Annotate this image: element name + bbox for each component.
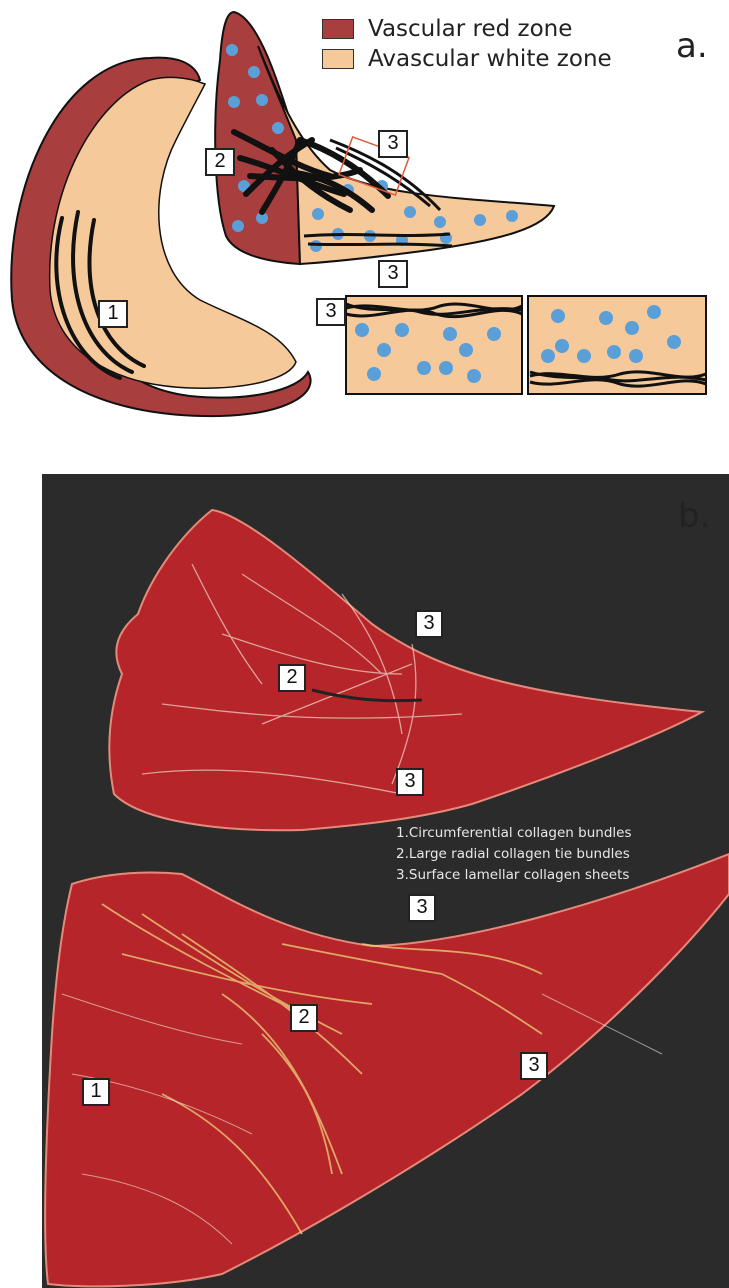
photo-label-circumferential: 1 bbox=[82, 1078, 110, 1106]
lower-specimen bbox=[45, 854, 729, 1286]
label-circumferential: 1 bbox=[98, 300, 128, 328]
legend-entry-white-zone: Avascular white zone bbox=[322, 44, 612, 74]
label-surface-sheet-zoom: 3 bbox=[316, 298, 346, 326]
legend-swatch-red bbox=[322, 19, 354, 39]
legend: Vascular red zone Avascular white zone bbox=[322, 14, 612, 74]
legend-label-red-zone: Vascular red zone bbox=[368, 16, 572, 42]
photo-label-lower-sheet-top: 3 bbox=[408, 894, 436, 922]
key-item-circumferential: 1.Circumferential collagen bundles bbox=[396, 823, 632, 844]
photo-label-lower-radial: 2 bbox=[290, 1004, 318, 1032]
panel-a-letter: a. bbox=[676, 26, 708, 66]
photo-label-upper-radial: 2 bbox=[278, 664, 306, 692]
photo-label-upper-sheet-top: 3 bbox=[415, 610, 443, 638]
photo-label-lower-sheet-bottom: 3 bbox=[520, 1052, 548, 1080]
panel-b-letter: b. bbox=[678, 496, 710, 536]
legend-entry-red-zone: Vascular red zone bbox=[322, 14, 612, 44]
label-radial-tie: 2 bbox=[205, 148, 235, 176]
label-surface-sheet-middle: 3 bbox=[378, 260, 408, 288]
key-item-radial-tie: 2.Large radial collagen tie bundles bbox=[396, 844, 632, 865]
legend-label-white-zone: Avascular white zone bbox=[368, 46, 612, 72]
photo-key: 1.Circumferential collagen bundles 2.Lar… bbox=[396, 823, 632, 886]
key-item-surface-sheets: 3.Surface lamellar collagen sheets bbox=[396, 865, 632, 886]
label-surface-sheet-top: 3 bbox=[378, 130, 408, 158]
legend-swatch-white bbox=[322, 49, 354, 69]
photo-label-upper-sheet-bottom: 3 bbox=[396, 768, 424, 796]
